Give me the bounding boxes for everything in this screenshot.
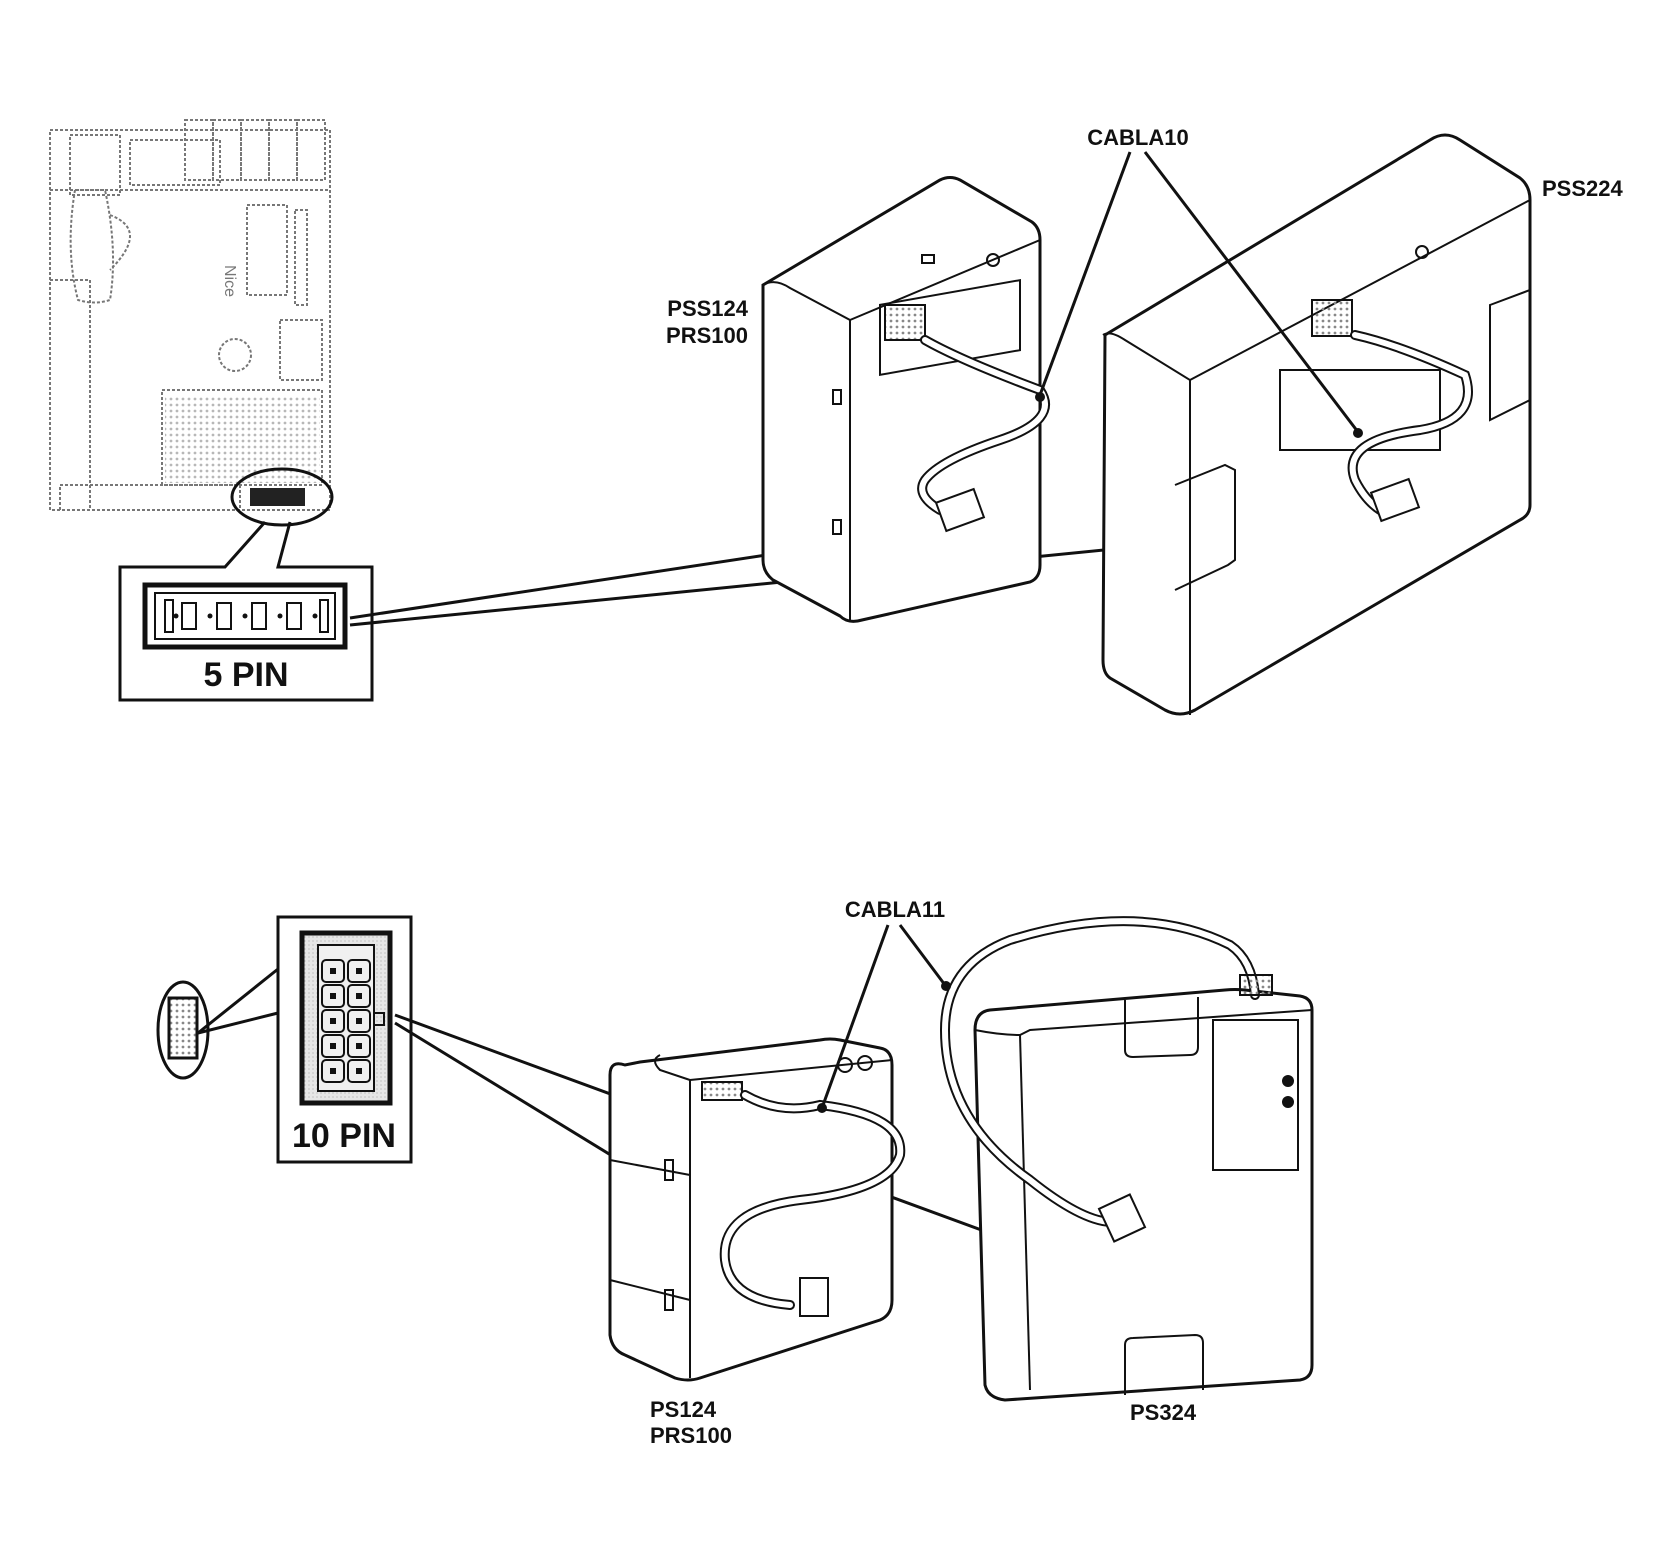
ps324-label: PS324	[1130, 1400, 1197, 1425]
cabla11-pointer-2	[898, 924, 947, 986]
board-ten-pin-connector	[156, 967, 279, 1080]
cabla11-label: CABLA11	[845, 897, 945, 922]
ten-pin-label: 10 PIN	[292, 1117, 396, 1155]
pss124-label: PSS124	[667, 296, 748, 321]
five-pin-callout: 5 PIN	[118, 521, 374, 702]
five-pin-connector-pins	[164, 599, 329, 633]
five-pin-label: 5 PIN	[203, 656, 288, 694]
cabla10-pointer-1	[1038, 151, 1132, 396]
prs100-label-top: PRS100	[666, 323, 748, 348]
prs100-label-bottom: PRS100	[650, 1423, 732, 1448]
device-ps324	[939, 916, 1314, 1402]
ten-pin-callout: 10 PIN	[276, 915, 413, 1164]
control-board: Nice	[49, 119, 334, 527]
device-pss224	[1101, 133, 1532, 716]
ten-pin-connector-pins	[321, 959, 385, 1083]
cabla10-label: CABLA10	[1087, 125, 1188, 150]
device-pss124	[761, 176, 1050, 623]
cabla10-pointer-2	[1143, 151, 1360, 433]
ps124-label: PS124	[650, 1397, 717, 1422]
cabla11-pointer-1	[820, 924, 890, 1109]
board-brand-label: Nice	[221, 265, 238, 297]
device-ps124	[608, 1037, 906, 1382]
pss224-label: PSS224	[1542, 176, 1623, 201]
